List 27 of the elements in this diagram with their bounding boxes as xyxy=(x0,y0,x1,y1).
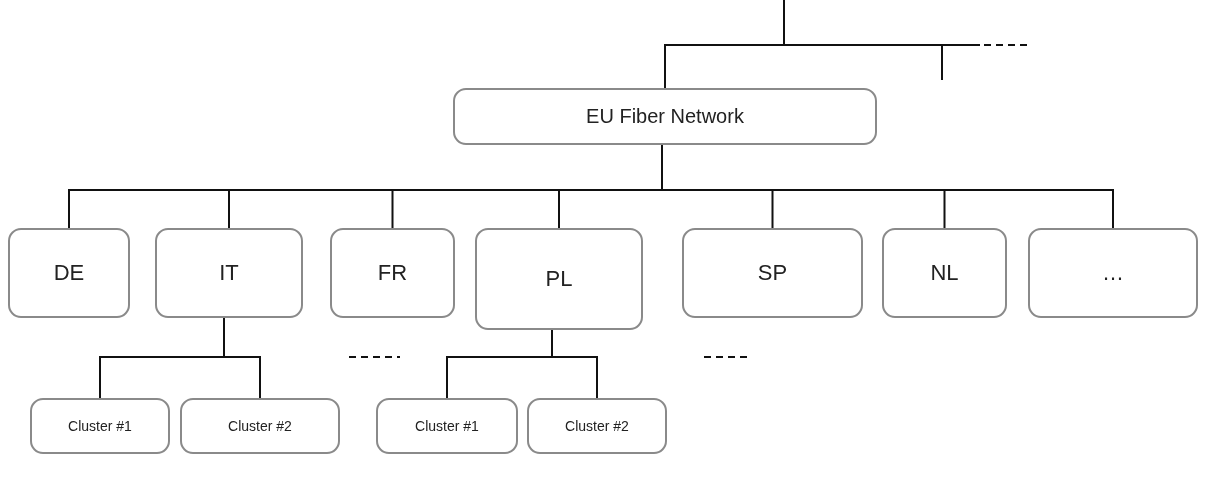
node-label: Cluster #2 xyxy=(228,418,292,434)
node-label: Cluster #2 xyxy=(565,418,629,434)
rounded-box xyxy=(882,228,1007,318)
rounded-box xyxy=(376,398,518,454)
node-label: PL xyxy=(545,266,573,292)
rounded-box xyxy=(475,228,643,330)
node-label: IT xyxy=(219,260,239,286)
rounded-box xyxy=(8,228,130,318)
rounded-box xyxy=(453,88,877,145)
node-label: EU Fiber Network xyxy=(586,105,744,128)
rounded-box xyxy=(527,398,667,454)
node-label: Cluster #1 xyxy=(415,418,479,434)
rounded-box xyxy=(155,228,303,318)
node-label: FR xyxy=(377,260,408,286)
rounded-box xyxy=(30,398,170,454)
rounded-box xyxy=(180,398,340,454)
connector-line xyxy=(551,329,598,399)
node-label: DE xyxy=(53,260,85,286)
rounded-box xyxy=(330,228,455,318)
node-label: … xyxy=(1102,260,1124,286)
rounded-box xyxy=(1028,228,1198,318)
node-label: NL xyxy=(930,260,959,286)
rounded-box xyxy=(682,228,863,318)
node-label: Cluster #1 xyxy=(68,418,132,434)
connector-line xyxy=(664,0,785,89)
node-label: SP xyxy=(757,260,788,286)
connector-line xyxy=(223,317,261,399)
